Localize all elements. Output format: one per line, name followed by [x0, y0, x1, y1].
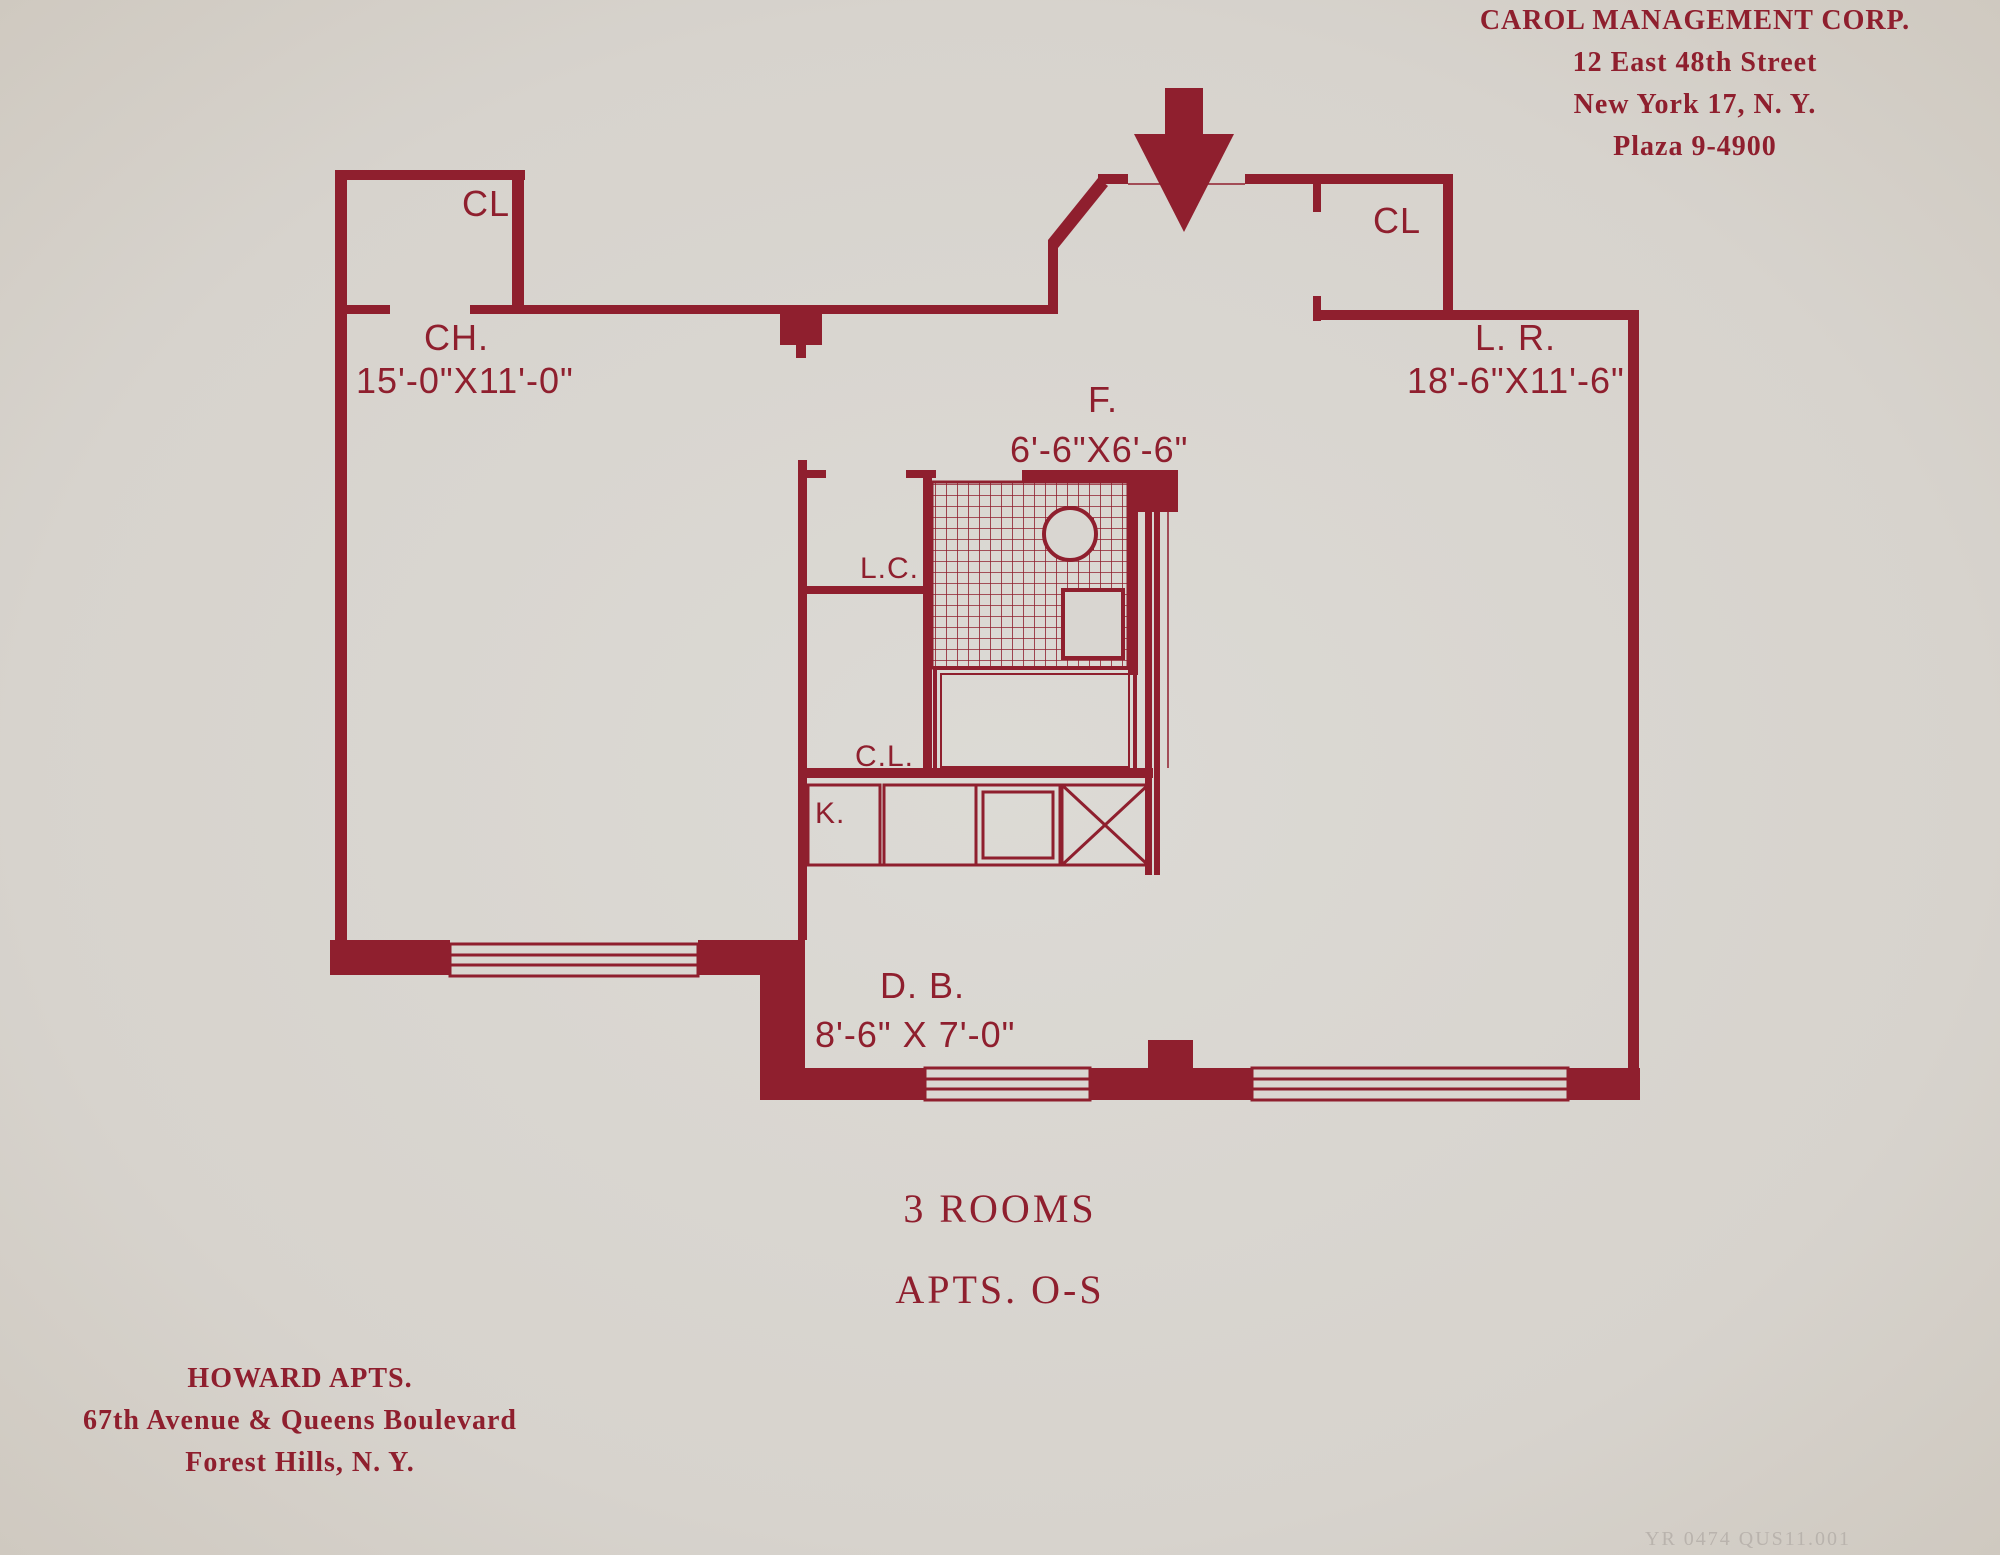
wall: [798, 460, 807, 940]
sink-fixture: [1061, 588, 1125, 660]
wall: [796, 340, 806, 358]
wall: [1568, 1068, 1640, 1100]
wall: [798, 586, 926, 594]
closet-label: CL: [462, 183, 510, 224]
closet-label: C.L.: [855, 740, 914, 773]
window: [448, 942, 700, 978]
wall: [906, 470, 936, 478]
wall: [1145, 505, 1152, 875]
wall: [1154, 505, 1160, 875]
bathtub-fixture: [933, 666, 1137, 775]
building-address: HOWARD APTS. 67th Avenue & Queens Boulev…: [40, 1358, 560, 1484]
wall: [512, 170, 524, 310]
wall: [1313, 310, 1638, 320]
agent-address: CAROL MANAGEMENT CORP. 12 East 48th Stre…: [1430, 0, 1960, 168]
kitchen-counter: [806, 783, 1150, 867]
building-name: HOWARD APTS.: [187, 1363, 413, 1394]
wall: [1148, 1040, 1193, 1080]
archive-stamp: YR 0474 QUS11.001: [1645, 1528, 1852, 1550]
building-city: Forest Hills, N. Y.: [185, 1447, 415, 1478]
agent-street: 12 East 48th Street: [1572, 47, 1818, 78]
wall: [780, 305, 822, 345]
window: [1250, 1066, 1570, 1102]
wall: [923, 470, 932, 775]
room-count-caption: 3 ROOMS: [903, 1186, 1097, 1231]
toilet-fixture: [1042, 506, 1098, 562]
wall: [335, 170, 347, 975]
agent-city: New York 17, N. Y.: [1573, 89, 1817, 120]
room-name: L. R.: [1475, 317, 1556, 358]
closet-label: L.C.: [860, 552, 919, 585]
agent-phone: Plaza 9-4900: [1613, 131, 1777, 162]
entry-arrow: [1134, 88, 1234, 232]
room-name: D. B.: [880, 965, 965, 1006]
wall: [470, 305, 1055, 314]
wall: [1313, 296, 1321, 321]
wall: [1048, 240, 1058, 314]
wall: [1098, 174, 1128, 184]
window: [923, 1066, 1092, 1102]
room-size: 18'-6"X11'-6": [1407, 360, 1625, 401]
wall: [1443, 174, 1453, 314]
wall: [330, 940, 450, 975]
building-street: 67th Avenue & Queens Boulevard: [83, 1405, 517, 1436]
room-size: 6'-6"X6'-6": [1010, 429, 1188, 470]
closet-label: CL: [1373, 200, 1421, 241]
apartment-caption: APTS. O-S: [895, 1267, 1105, 1312]
room-name: F.: [1088, 379, 1118, 420]
wall: [760, 1068, 925, 1100]
wall: [335, 170, 525, 180]
agent-name: CAROL MANAGEMENT CORP.: [1479, 5, 1911, 36]
wall: [1628, 310, 1639, 1080]
room-size: 8'-6" X 7'-0": [815, 1014, 1015, 1055]
wall: [798, 470, 826, 478]
wall: [1313, 174, 1321, 212]
wall: [1048, 178, 1108, 248]
room-name: K.: [815, 797, 845, 830]
wall: [1245, 174, 1450, 184]
room-size: 15'-0"X11'-0": [356, 360, 574, 401]
wall: [335, 305, 390, 314]
room-name: CH.: [424, 317, 489, 358]
